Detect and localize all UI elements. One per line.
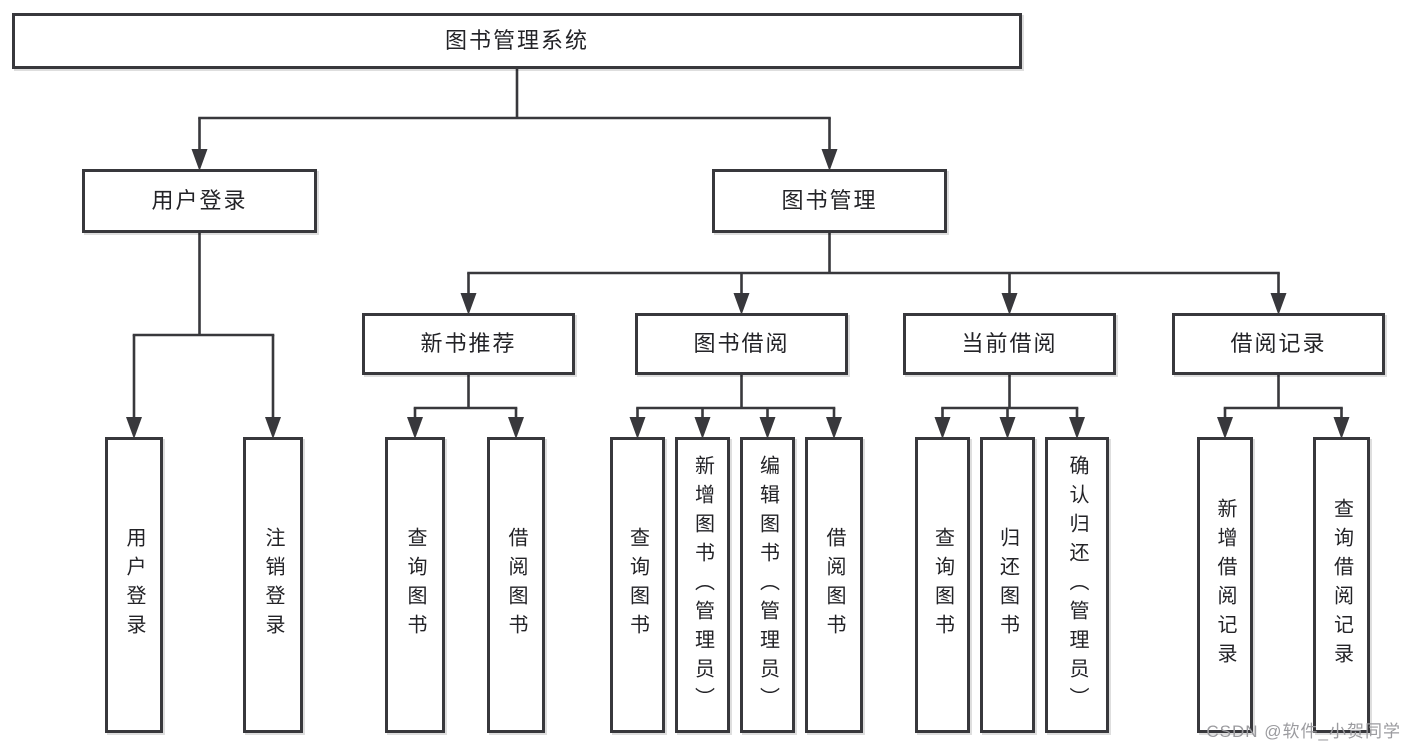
node-label: 用户登录 <box>123 527 145 643</box>
node-label: 新书推荐 <box>420 331 517 356</box>
node-label: 图书借阅 <box>693 331 790 356</box>
node-label: 用户登录 <box>151 188 248 213</box>
node-bb-query: 查询图书 <box>610 437 665 733</box>
node-root: 图书管理系统 <box>12 13 1022 69</box>
node-label: 图书管理系统 <box>444 28 589 53</box>
node-label: 查询图书 <box>626 527 649 643</box>
node-label: 借阅图书 <box>505 527 527 643</box>
node-cb-query: 查询图书 <box>915 437 970 733</box>
node-br-query: 查询借阅记录 <box>1313 437 1370 733</box>
node-label: 编辑图书（管理员） <box>756 454 779 716</box>
node-current-borrow: 当前借阅 <box>903 313 1116 375</box>
connector-new-book-rec <box>407 375 524 439</box>
node-label: 查询图书 <box>404 527 426 643</box>
node-label: 当前借阅 <box>961 331 1058 356</box>
node-label: 注销登录 <box>262 527 284 643</box>
node-rec-query: 查询图书 <box>385 437 445 733</box>
node-new-book-rec: 新书推荐 <box>362 313 575 375</box>
node-label: 借阅记录 <box>1230 331 1327 356</box>
node-label: 图书管理 <box>781 188 878 213</box>
node-label: 归还图书 <box>996 527 1019 643</box>
node-login: 用户登录 <box>105 437 163 733</box>
node-label: 查询借阅记录 <box>1330 498 1353 672</box>
node-cb-confirm: 确认归还（管理员） <box>1045 437 1109 733</box>
watermark: CSDN @软件_小贺同学 <box>1206 722 1401 741</box>
connector-borrow-records <box>1217 375 1350 439</box>
node-rec-borrow: 借阅图书 <box>487 437 545 733</box>
connector-book-mgmt <box>460 233 1287 315</box>
connector-user-login <box>126 233 281 439</box>
node-bb-add: 新增图书（管理员） <box>675 437 730 733</box>
connector-root <box>191 69 838 171</box>
connector-book-borrow <box>629 375 842 439</box>
node-br-add: 新增借阅记录 <box>1197 437 1253 733</box>
node-label: 借阅图书 <box>823 527 845 643</box>
node-label: 确认归还（管理员） <box>1066 454 1088 716</box>
node-label: 新增图书（管理员） <box>691 454 714 716</box>
node-logout: 注销登录 <box>243 437 303 733</box>
node-cb-return: 归还图书 <box>980 437 1035 733</box>
node-user-login: 用户登录 <box>82 169 317 233</box>
node-label: 查询图书 <box>931 527 954 643</box>
node-bb-borrow: 借阅图书 <box>805 437 863 733</box>
node-label: 新增借阅记录 <box>1214 498 1236 672</box>
node-book-mgmt: 图书管理 <box>712 169 947 233</box>
node-borrow-records: 借阅记录 <box>1172 313 1385 375</box>
node-book-borrow: 图书借阅 <box>635 313 848 375</box>
node-bb-edit: 编辑图书（管理员） <box>740 437 795 733</box>
connector-current-borrow <box>934 375 1085 439</box>
